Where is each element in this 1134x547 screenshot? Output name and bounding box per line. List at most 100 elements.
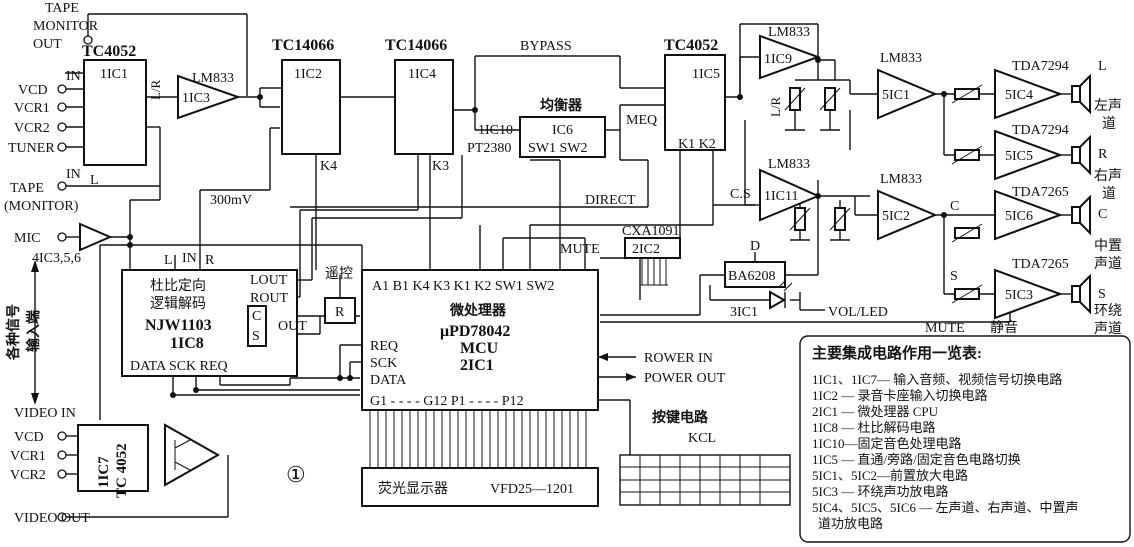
ba6208-box [724, 261, 786, 288]
label-ic3456: 4IC3,5,6 [32, 251, 81, 266]
label-ic6: IC6 [552, 123, 573, 138]
label-surround-ch-1: 环绕 [1094, 303, 1122, 319]
label-tape: TAPE [45, 1, 79, 16]
label-tda7265-1: TDA7265 [1012, 185, 1069, 200]
label-mcu-pins: A1 B1 K4 K3 K1 K2 SW1 SW2 [372, 279, 554, 294]
label-pt2380: PT2380 [467, 141, 511, 156]
label-rower-in: ROWER IN [644, 351, 713, 366]
label-mic: MIC [14, 231, 40, 246]
legend-line: 5IC4、5IC5、5IC6 — 左声道、右声道、中置声 [812, 500, 1079, 515]
legend-line: 5IC3 — 环绕声功放电路 [812, 484, 949, 499]
label-req: REQ [370, 339, 398, 354]
label-vcr2: VCR2 [14, 121, 50, 136]
ic9-amp [759, 34, 821, 80]
label-tc4052-v: TC 4052 [114, 443, 130, 498]
legend-line: 1IC10—固定音色处理电路 [812, 436, 962, 451]
label-d: D [750, 239, 760, 254]
label-out: OUT [33, 37, 62, 52]
label-in-top: IN [66, 69, 81, 84]
legend-line: 道功放电路 [818, 516, 883, 531]
legend-line: 2IC1 — 微处理器 CPU [812, 404, 939, 419]
label-tda7294-1: TDA7294 [1012, 59, 1069, 74]
label-equalizer: 均衡器 [540, 97, 583, 114]
cs-box [247, 305, 267, 347]
ic56-amp [994, 189, 1063, 241]
label-monitor2: (MONITOR) [4, 199, 79, 214]
label-ic31: 3IC1 [730, 305, 758, 320]
label-ic8: 1IC8 [170, 335, 204, 352]
label-video-in: VIDEO IN [14, 406, 76, 421]
led-icon [769, 279, 810, 311]
label-ic3: 1IC3 [182, 91, 210, 106]
label-out-s: S [1098, 287, 1106, 302]
label-ic54: 5IC4 [1005, 88, 1033, 103]
label-vcr1: VCR1 [14, 101, 50, 116]
ic7-box [77, 424, 149, 492]
label-ic21: 2IC1 [460, 357, 494, 374]
legend-line: 1IC2 — 录音卡座输入切换电路 [812, 388, 988, 403]
label-r-in: R [205, 253, 215, 268]
label-mcu-part: μPD78042 [440, 323, 510, 340]
label-s: S [950, 269, 958, 284]
video-amp [164, 423, 221, 487]
legend-title: 主要集成电路作用一览表: [812, 344, 982, 362]
label-data: DATA [370, 373, 407, 388]
label-center-ch-2: 声道 [1094, 256, 1122, 272]
label-k1k2: K1 K2 [678, 137, 716, 152]
keypad-grid [619, 454, 791, 506]
label-left-ch-1: 左声 [1094, 98, 1122, 114]
label-lm833-3: LM833 [880, 51, 922, 66]
legend-line: 1IC5 — 直通/旁路/固定音色电路切换 [812, 452, 1021, 467]
label-ic10: 1IC10 [478, 123, 513, 138]
ic5-box [664, 54, 726, 151]
vfd-box [361, 467, 599, 507]
label-mute-cn: 静音 [990, 319, 1018, 336]
label-cxa1091: CXA1091 [622, 224, 680, 239]
input-terminals [57, 35, 93, 522]
legend-line: 1IC8 — 杜比解码电路 [812, 420, 936, 435]
label-ic5: 1IC5 [692, 67, 720, 82]
label-ic11: 1IC11 [764, 189, 798, 204]
label-monitor: MONITOR [33, 19, 99, 34]
label-k4: K4 [320, 159, 337, 174]
label-tape-in: IN [66, 167, 81, 182]
label-surround-ch-2: 声道 [1094, 321, 1122, 337]
speaker-icon [1071, 273, 1091, 315]
label-vcd-v: VCD [14, 430, 44, 445]
label-ic53: 5IC3 [1005, 288, 1033, 303]
label-mute-top: MUTE [560, 242, 600, 257]
label-ic56: 5IC6 [1005, 209, 1033, 224]
label-ic51: 5IC1 [882, 88, 910, 103]
label-r-box: R [335, 305, 345, 320]
label-vcr1-v: VCR1 [10, 449, 46, 464]
label-ic9: 1IC9 [764, 52, 792, 67]
ic52-amp [877, 189, 938, 241]
label-right-ch-2: 道 [1102, 186, 1116, 202]
label-out-c: C [1098, 207, 1107, 222]
label-remote: 遥控 [325, 266, 353, 282]
blocks [77, 54, 1131, 543]
ic51-amp [877, 68, 938, 120]
label-tuner: TUNER [8, 141, 55, 156]
label-c: C [950, 199, 959, 214]
label-mute-bottom: MUTE [925, 321, 965, 336]
label-various-inputs-1: 各种信号 [5, 304, 22, 361]
label-mcu-cn: 微处理器 [449, 302, 507, 319]
label-mcu: MCU [460, 340, 499, 357]
label-power-out: POWER OUT [644, 371, 726, 386]
label-vcr2-v: VCR2 [10, 468, 46, 483]
label-video-out: VIDEO OUT [14, 511, 90, 526]
label-lm833-2: LM833 [768, 25, 810, 40]
label-tda7294-2: TDA7294 [1012, 123, 1069, 138]
volume-controls [784, 84, 983, 304]
label-bypass: BYPASS [520, 39, 572, 54]
legend-line: 5IC1、5IC2—前置放大电路 [812, 468, 968, 483]
label-fig-num: ① [286, 462, 306, 487]
label-ic1: 1IC1 [100, 67, 128, 82]
label-various-inputs-2: 输入端 [25, 310, 42, 352]
label-vfd: VFD25—1201 [490, 482, 574, 497]
label-out-r: R [1098, 147, 1108, 162]
label-data-sck-req: DATA SCK REQ [130, 359, 228, 374]
label-k3: K3 [432, 159, 449, 174]
label-keys-cn: 按键电路 [652, 409, 709, 426]
